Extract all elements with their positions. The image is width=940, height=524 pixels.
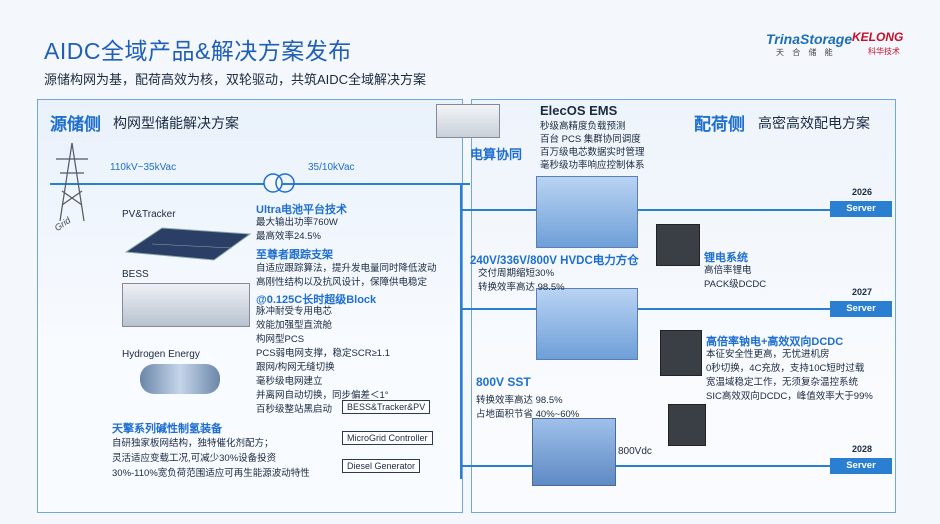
transmission-tower-icon [56,142,88,222]
bus-line-2028 [460,465,830,467]
server-2026: Server [830,201,892,217]
block-lines: 脉冲耐受专用电芯 效能加强型直流舱 构网型PCS PCS弱电网支撑，稳定SCR≥… [256,306,391,415]
kelong-logo: KELONG [852,30,904,44]
dcdc-module-image [668,404,706,446]
microgrid-controller-box: MicroGrid Controller [342,431,433,445]
hvdc-lines: 交付周期缩短30% 转换效率高达 98.5% [478,268,565,293]
load-side-subheading: 高密高效配电方案 [758,115,870,131]
bess-label: BESS [122,269,149,280]
electrolyzer-image [140,364,220,394]
ultra-title: Ultra电池平台技术 [256,204,348,216]
voltage-mid-label: 35/10kVac [308,162,355,173]
sodium-lines: 本征安全性更高，无忧进机房 0秒切换，4C充放，支持10C短时过载 宽温域稳定工… [706,349,873,402]
server-2027: Server [830,301,892,317]
lithium-title: 锂电系统 [704,252,748,264]
bus-line-2026 [460,209,830,211]
block-title: @0.125C长时超级Block [256,294,377,306]
hydrogen-title: 天擎系列碱性制氢装备 [112,423,222,435]
hvdc-title: 240V/336V/800V HVDC电力方仓 [470,255,639,267]
page-subtitle: 源储构网为基，配荷高效为核，双轮驱动，共筑AIDC全域解决方案 [44,72,427,87]
lithium-lines: 高倍率锂电 PACK级DCDC [704,265,767,290]
bess-container-image [122,283,250,327]
transformer-icon [263,173,295,193]
sst-cabinet-image [532,418,616,486]
pv-tracker-label: PV&Tracker [122,209,176,220]
hydrogen-label: Hydrogen Energy [122,349,200,360]
ems-lines: 秒级高精度负载预测 百台 PCS 集群协同调度 百万级电芯数据实时管理 毫秒级功… [540,121,645,171]
sodium-battery-image [660,330,702,376]
server-year-2027: 2027 [852,287,873,297]
server-2028: Server [830,458,892,474]
vertical-bus-line [460,183,462,479]
page-title: AIDC全域产品&解决方案发布 [44,38,352,64]
source-side-heading: 源储侧 [50,115,101,134]
hydrogen-lines: 自研独家板网结构，独特催化剂配方； 灵活适应变载工况,可减少30%设备投资 30… [112,438,310,479]
edge-compute-label: 电算协同 [470,147,523,162]
pv-panel-icon [124,227,252,261]
edge-server-image [436,104,500,138]
voltage-high-label: 110kV~35kVac [110,162,177,173]
hvdc-container-image-1 [536,176,638,248]
diesel-generator-box: Diesel Generator [342,459,421,473]
tracker-lines: 自适应跟踪算法，提升发电量同时降低波动 高刚性结构以及抗风设计，保障供电稳定 [256,263,437,288]
sst-lines: 转换效率高达 98.5% 占地面积节省 40%~60% [476,395,580,420]
tracker-title: 至尊者跟踪支架 [256,249,333,261]
sst-title: 800V SST [476,375,531,389]
kelong-logo-sub: 科华技术 [868,47,900,56]
hvdc-container-image-2 [536,288,638,360]
vdc-label: 800Vdc [618,446,652,457]
sodium-title: 高倍率钠电+高效双向DCDC [706,336,844,348]
grid-bus-line [50,183,470,185]
lithium-battery-image [656,224,700,266]
ultra-lines: 最大输出功率760W 最高效率24.5% [256,217,338,242]
server-year-2028: 2028 [852,444,873,454]
ems-title: ElecOS EMS [540,103,618,118]
load-side-heading: 配荷侧 [694,115,745,134]
trina-logo: TrinaStorage [766,31,853,47]
trina-logo-sub: 天 合 储 能 [776,48,836,57]
source-side-subheading: 构网型储能解决方案 [113,115,239,131]
server-year-2026: 2026 [852,187,873,197]
bess-tracker-pv-box: BESS&Tracker&PV [342,400,431,414]
bus-line-2027 [460,308,830,310]
